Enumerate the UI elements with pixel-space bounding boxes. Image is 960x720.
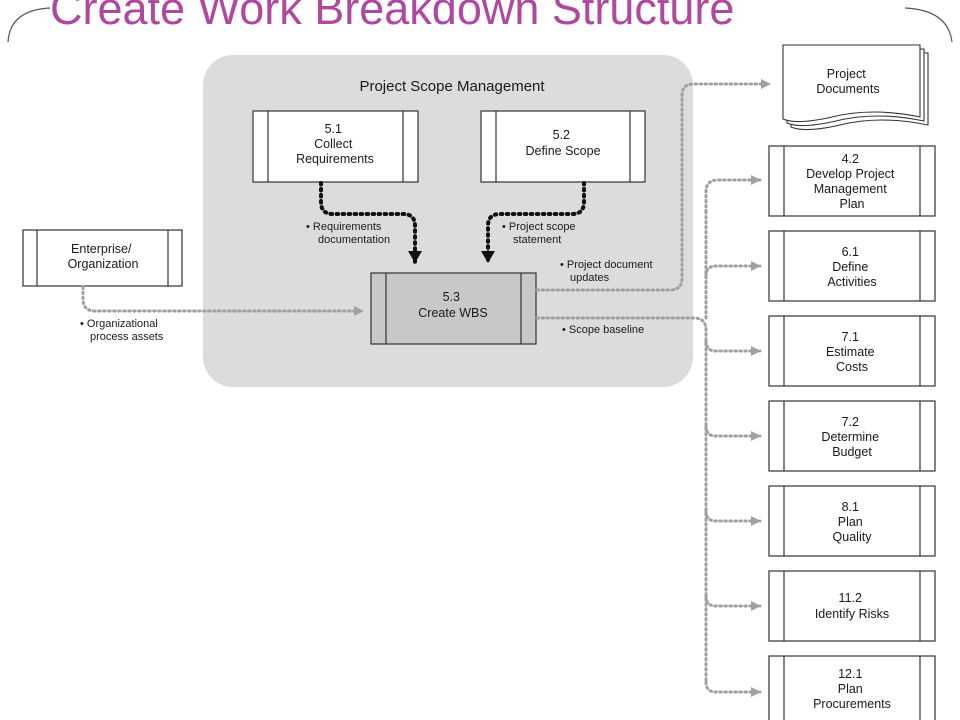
svg-text:6.1 Define Activit: 6.1 Define Activities [827,245,876,289]
svg-text:7.2 Determine Budg: 7.2 Determine Budget [821,415,882,459]
arrow-scope-baseline-trunk [535,316,708,684]
process-11-2-identify-risks[interactable]: 11.2 Identify Risks [768,570,936,642]
arrow-to-4-2 [704,175,762,214]
slide-frame-curve-left [7,7,51,43]
process-12-1-plan-procurements[interactable]: 12.1 Plan Procurements [768,655,936,720]
process-label: 5.1 Collect Requirements [296,122,374,166]
svg-text:4.2 Develop Project: 4.2 Develop Project Management Plan [806,152,898,211]
input-label-scope-statement: • Project scope statement [502,221,579,246]
process-5-1-collect-requirements[interactable]: 5.1 Collect Requirements [252,110,419,183]
arrow-to-8-1 [704,509,762,526]
input-label-org-assets: • Organizational process assets [80,318,164,343]
process-7-2-determine-budget[interactable]: 7.2 Determine Budget [768,400,936,472]
process-4-2-develop-pm-plan[interactable]: 4.2 Develop Project Management Plan [768,145,936,217]
input-label-requirements: • Requirements documentation [306,221,390,246]
process-6-1-define-activities[interactable]: 6.1 Define Activities [768,230,936,302]
svg-text:11.2 Identify Risks: 11.2 Identify Risks [815,591,889,621]
group-title: Project Scope Management [359,78,545,95]
arrow-to-12-1 [704,680,762,697]
process-7-1-estimate-costs[interactable]: 7.1 Estimate Costs [768,315,936,387]
svg-text:Enterprise/ Organization: Enterprise/ Organization [68,242,139,271]
process-label: 5.3 Create WBS [418,290,487,320]
svg-text:8.1 Plan Quality: 8.1 Plan Quality [833,500,873,544]
svg-text:12.1 Plan Procurem: 12.1 Plan Procurements [813,667,891,711]
arrow-to-11-2 [704,594,762,611]
arrow-org-assets-to-wbs [81,285,365,316]
arrow-scope-statement-to-wbs [481,181,586,264]
slide-frame-curve-right [904,7,953,43]
arrow-requirements-to-wbs [319,181,422,264]
arrow-to-6-1 [704,261,762,278]
svg-text:7.1 Estimate Costs: 7.1 Estimate Costs [826,330,878,374]
process-8-1-plan-quality[interactable]: 8.1 Plan Quality [768,485,936,557]
arrow-doc-updates-to-project-documents [535,79,772,292]
arrow-to-7-1 [704,339,762,356]
svg-text:Project Documents: Project Documents [816,67,879,96]
enterprise-organization-box[interactable]: Enterprise/ Organization [22,229,183,287]
output-label-doc-updates: • Project document updates [560,259,656,284]
process-5-3-create-wbs[interactable]: 5.3 Create WBS [370,272,537,345]
process-label: 5.2 Define Scope [525,128,600,158]
process-5-2-define-scope[interactable]: 5.2 Define Scope [480,110,646,183]
project-documents-stack[interactable]: Project Documents [782,44,929,131]
page-title: Create Work Breakdown Structure [50,0,735,34]
arrow-to-7-2 [704,424,762,441]
output-label-scope-baseline: • Scope baseline [562,324,644,336]
